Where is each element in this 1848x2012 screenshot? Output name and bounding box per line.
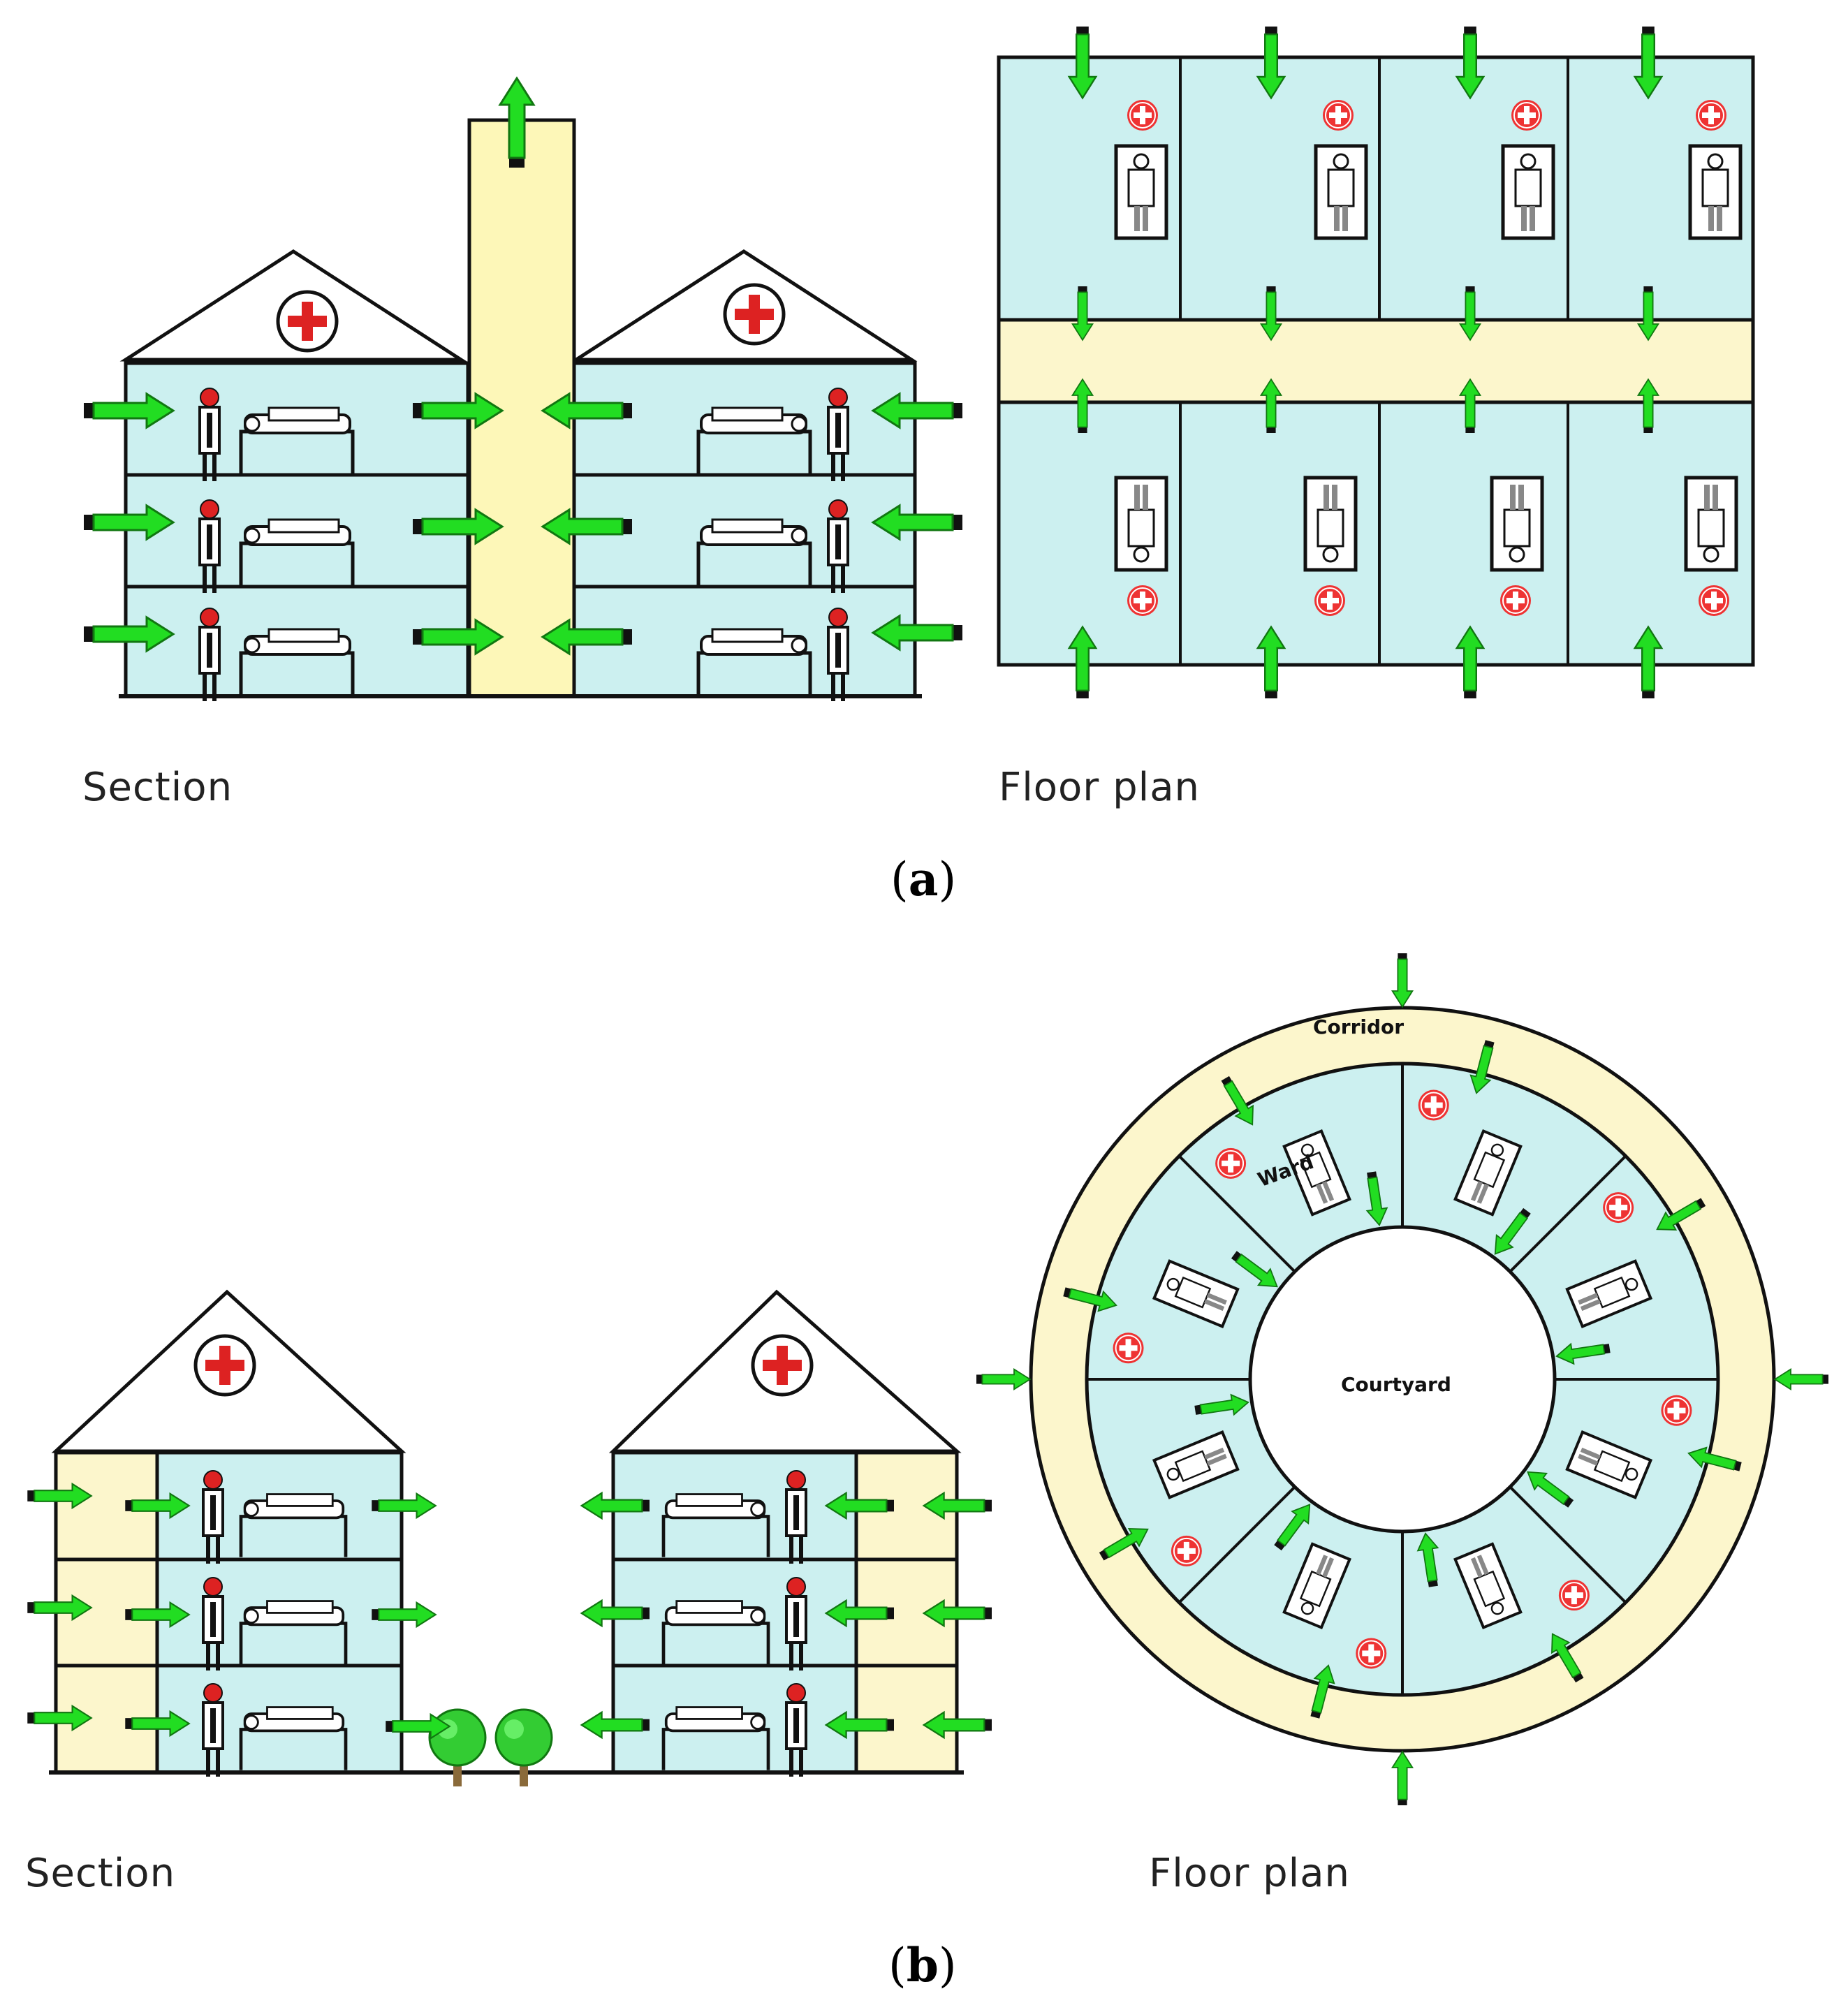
- red-cross-icon: [1511, 99, 1543, 131]
- patient-bed-icon: [1116, 478, 1166, 570]
- caption-a: (a): [890, 852, 956, 906]
- patient-bed-icon: [1116, 146, 1166, 238]
- ward-partition: [1178, 1485, 1296, 1604]
- red-cross-icon: [1112, 1332, 1145, 1365]
- tree-icon: [494, 1708, 553, 1788]
- red-cross-icon: [1314, 585, 1346, 617]
- red-cross-icon: [1355, 1637, 1388, 1670]
- section-a: [82, 77, 964, 703]
- ward-partition: [1509, 1154, 1627, 1273]
- red-cross-icon: [1557, 1579, 1590, 1612]
- floor-plan-a-label: Floor plan: [999, 765, 1201, 810]
- patient-bed-icon: [1686, 478, 1736, 570]
- airflow-arrow-icon: [1391, 953, 1414, 1008]
- section-a-label: Section: [82, 765, 233, 810]
- courtyard-label: Courtyard: [1341, 1373, 1451, 1396]
- caption-b-close: ): [938, 1939, 957, 1992]
- caption-b-letter: b: [906, 1938, 939, 1992]
- red-cross-icon: [196, 1336, 254, 1395]
- patient-bed-icon: [1316, 146, 1366, 238]
- ward-partition: [1509, 1485, 1627, 1604]
- red-cross-icon: [1695, 99, 1727, 131]
- red-cross-icon: [1322, 99, 1354, 131]
- floor-plan-b-label: Floor plan: [1149, 1851, 1351, 1896]
- airflow-arrow-icon: [976, 1368, 1031, 1390]
- red-cross-icon: [1215, 1147, 1247, 1180]
- caption-b: (b): [888, 1938, 957, 1992]
- red-cross-icon: [1170, 1534, 1203, 1567]
- caption-a-open: (: [890, 853, 909, 906]
- red-cross-icon: [278, 292, 337, 351]
- red-cross-icon: [1660, 1394, 1693, 1427]
- red-cross-icon: [1698, 585, 1730, 617]
- floor-plan-b: Corridor Ward Courtyard: [976, 953, 1829, 1806]
- corridor-label: Corridor: [1313, 1015, 1404, 1038]
- caption-b-open: (: [888, 1939, 907, 1992]
- airflow-arrow-icon: [1774, 1368, 1829, 1390]
- caption-a-close: ): [938, 853, 957, 906]
- red-cross-icon: [753, 1336, 812, 1395]
- red-cross-icon: [1127, 585, 1159, 617]
- red-cross-icon: [1127, 99, 1159, 131]
- patient-bed-icon: [1503, 146, 1553, 238]
- ward-partition: [1178, 1154, 1296, 1273]
- red-cross-icon: [1499, 585, 1532, 617]
- patient-bed-icon: [1492, 478, 1542, 570]
- red-cross-icon: [1602, 1191, 1635, 1224]
- patient-bed-icon: [1690, 146, 1740, 238]
- red-cross-icon: [725, 285, 784, 344]
- section-b: [27, 1289, 993, 1788]
- section-b-label: Section: [25, 1851, 176, 1896]
- ward-partitions: [1087, 1064, 1718, 1695]
- airflow-arrow-icon: [1391, 1751, 1414, 1806]
- patient-bed-icon: [1305, 478, 1356, 570]
- red-cross-icon: [1417, 1089, 1450, 1122]
- caption-a-letter: a: [908, 852, 939, 906]
- floor-plan-a: [997, 25, 1755, 700]
